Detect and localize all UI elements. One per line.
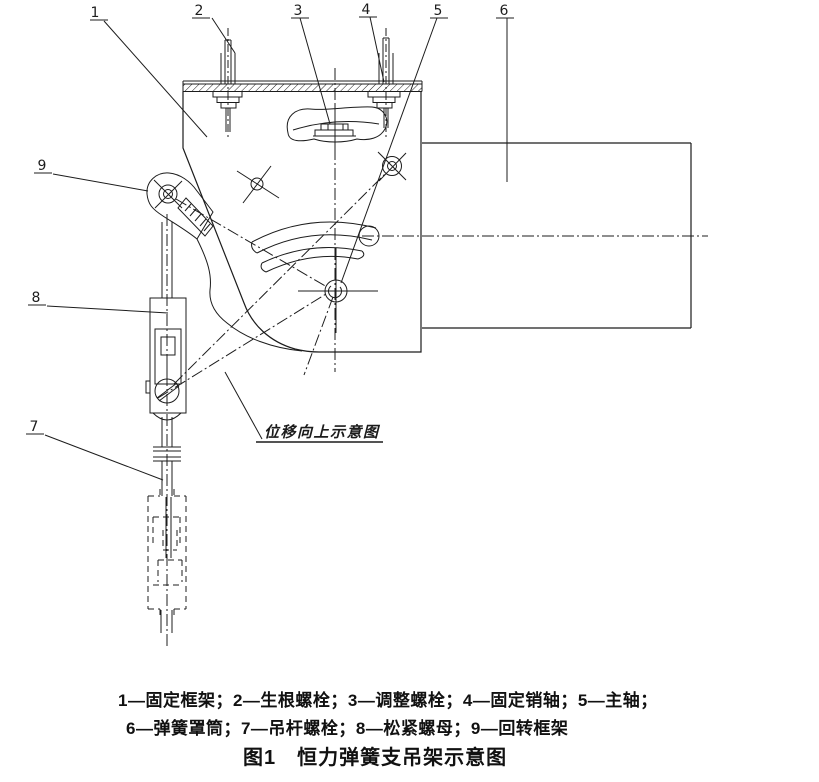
callout-5: 5 xyxy=(434,3,443,19)
locating-hole xyxy=(236,165,280,204)
callout-underlines xyxy=(26,16,514,435)
hanger-rod-bolt-phantom xyxy=(147,489,187,616)
spring-hanger-diagram: 1 2 3 4 5 6 7 8 9 位移向上示意图 xyxy=(26,2,708,648)
displacement-note: 位移向上示意图 xyxy=(256,423,383,443)
linkage-centerlines xyxy=(157,173,386,399)
main-shaft-hub xyxy=(298,248,378,333)
callout-3: 3 xyxy=(294,3,303,19)
fixed-frame-outline xyxy=(182,91,422,353)
turnbuckle xyxy=(145,297,187,421)
callout-8: 8 xyxy=(32,290,41,306)
rotating-frame xyxy=(146,172,303,352)
fixing-pin-bolt-right xyxy=(367,28,401,140)
hanger-rod-lower xyxy=(160,497,173,633)
callout-4: 4 xyxy=(362,2,371,18)
spring-arm-slots xyxy=(251,221,380,273)
callout-2: 2 xyxy=(195,3,204,19)
caption-line-2: 6—弹簧罩筒；7—吊杆螺栓；8—松紧螺母；9—回转框架 xyxy=(126,719,569,738)
callout-9: 9 xyxy=(38,158,47,174)
hanger-rod-upper xyxy=(161,222,173,298)
callout-6: 6 xyxy=(500,3,509,19)
caption-line-1: 1—固定框架；2—生根螺栓；3—调整螺栓；4—固定销轴；5—主轴； xyxy=(118,691,658,710)
callout-7: 7 xyxy=(30,419,39,435)
fixing-pin xyxy=(377,151,407,182)
figure-title: 图1 恒力弹簧支吊架示意图 xyxy=(243,747,508,769)
adjusting-slot xyxy=(286,104,388,152)
leader-lines xyxy=(44,16,508,481)
displacement-note-text: 位移向上示意图 xyxy=(264,423,381,441)
callout-1: 1 xyxy=(91,5,100,21)
